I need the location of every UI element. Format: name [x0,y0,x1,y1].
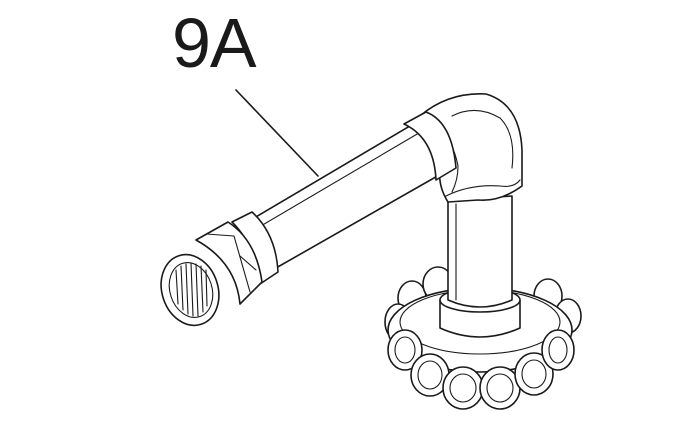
thread-hatching [175,262,208,317]
vertical-pipe [439,195,521,338]
callout-label: 9A [172,4,257,82]
threaded-fitting [160,211,279,327]
horizontal-pipe [243,111,457,269]
leader-line [235,89,319,177]
